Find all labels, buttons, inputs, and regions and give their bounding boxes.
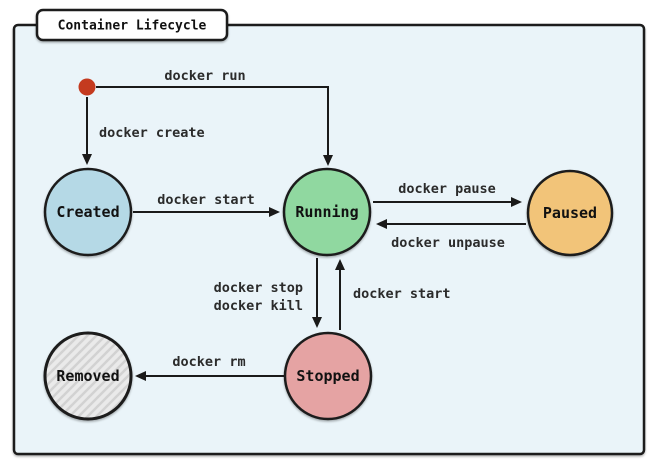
state-circle-removed [43, 331, 133, 421]
diagram-title-box [35, 8, 229, 42]
state-node-paused: Paused [526, 169, 614, 257]
state-circle-paused [526, 169, 614, 257]
state-circle-created [43, 167, 133, 257]
state-label-running: Running [295, 203, 358, 221]
state-node-removed: Removed [43, 331, 133, 421]
edge-docker-restart-label: docker start [353, 286, 451, 302]
edge-docker-pause-label: docker pause [398, 181, 496, 197]
state-circle-stopped [283, 331, 373, 421]
state-node-stopped: Stopped [283, 331, 373, 421]
edge-docker-unpause-label: docker unpause [391, 235, 505, 251]
diagram-title: Container Lifecycle [58, 19, 207, 34]
state-label-created: Created [56, 203, 119, 221]
edge-docker-run-line [96, 86, 333, 166]
diagram-title-group: Container Lifecycle [35, 8, 229, 42]
nodes-layer: Created Running Paused Stopped Removed [43, 167, 614, 421]
state-label-stopped: Stopped [296, 367, 359, 385]
state-circle-running [282, 167, 372, 257]
state-node-running: Running [282, 167, 372, 257]
initial-state-dot [78, 78, 96, 96]
state-label-paused: Paused [543, 204, 597, 222]
edge-docker-rm-label: docker rm [172, 354, 245, 370]
state-node-created: Created [43, 167, 133, 257]
edges-layer: docker run docker create docker start do… [82, 68, 526, 381]
edge-docker-stop-label-line2: docker kill [214, 298, 303, 314]
edge-docker-run-label: docker run [164, 68, 245, 84]
state-label-removed: Removed [56, 367, 119, 385]
edge-docker-start-label: docker start [157, 192, 255, 208]
edge-docker-create-label: docker create [99, 125, 205, 141]
edge-docker-stop-label-line1: docker stop [214, 280, 303, 296]
